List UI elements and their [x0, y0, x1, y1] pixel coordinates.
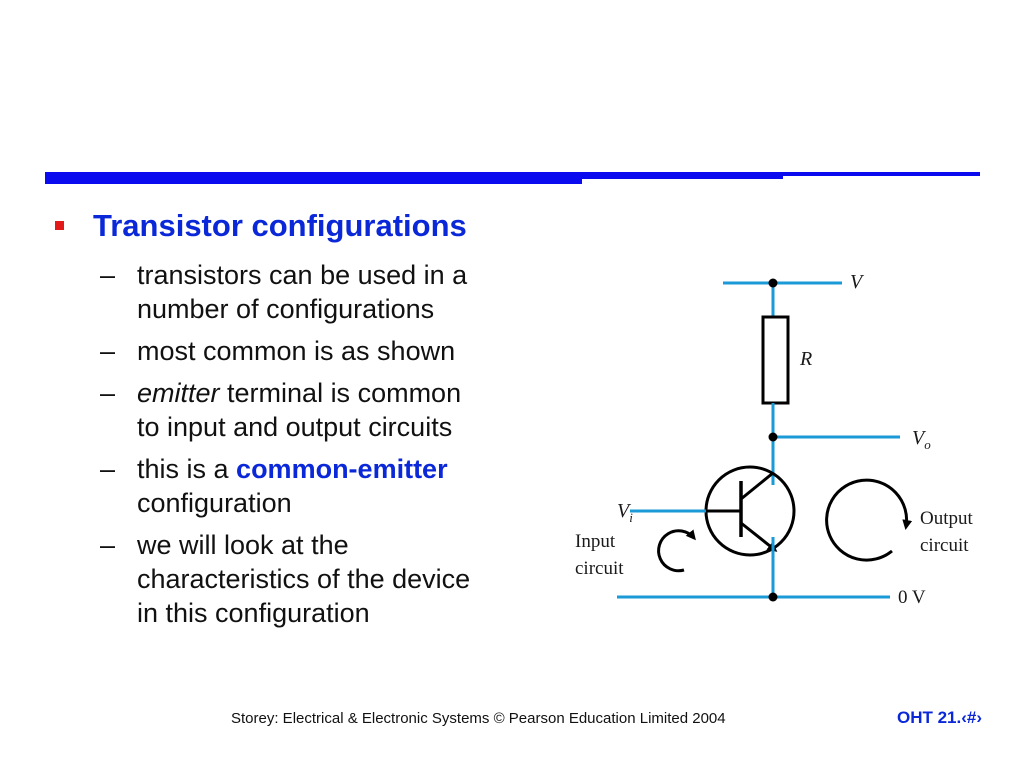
main-bullet-heading: Transistor configurations [93, 208, 467, 243]
sub-bullet-3-italic: emitter [137, 378, 220, 408]
sub-bullet-4: – this is a common-emitter configuration [100, 452, 570, 520]
output-circuit-label-line-1: Output [920, 508, 974, 529]
sub-bullet-2-line-1: most common is as shown [137, 336, 456, 366]
slide-number: OHT 21.‹#› [896, 708, 982, 727]
dash-icon: – [100, 378, 116, 408]
output-circuit-label-line-2: circuit [920, 535, 969, 556]
sub-bullet-3: – emitter terminal is common to input an… [100, 376, 570, 444]
sub-bullet-5-line-1: we will look at the [137, 530, 349, 560]
supply-label: V [850, 271, 865, 293]
dash-icon: – [100, 336, 116, 366]
sub-bullet-4-highlight: common-emitter [236, 454, 448, 484]
supply-node [768, 278, 778, 288]
ground-node [768, 592, 778, 602]
dash-icon: – [100, 260, 116, 290]
dash-icon: – [100, 530, 116, 560]
title-rule-middle [45, 176, 783, 179]
sub-bullet-5: – we will look at the characteristics of… [100, 528, 570, 630]
title-rule-top [45, 172, 980, 176]
sub-bullet-1: – transistors can be used in a number of… [100, 258, 570, 326]
input-voltage-label: Vi [617, 500, 633, 525]
ground-label: 0 V [898, 587, 926, 608]
sub-bullet-1-line-1: transistors can be used in a [137, 260, 468, 290]
output-voltage-label: Vo [912, 427, 931, 452]
sub-bullet-3-rest: terminal is common [219, 378, 462, 408]
sub-bullet-5-line-2: characteristics of the device [137, 564, 471, 594]
common-emitter-circuit-diagram: V R Vo Vi 0 V Input circuit Output circu… [575, 271, 974, 608]
sub-bullet-list: – transistors can be used in a number of… [100, 258, 570, 638]
sub-bullet-5-line-3: in this configuration [137, 598, 370, 628]
title-rule-bottom [45, 179, 582, 184]
transistor-collector-lead [740, 471, 774, 501]
sub-bullet-1-line-2: number of configurations [137, 294, 435, 324]
transistor-emitter-lead [740, 521, 778, 552]
bullet-square-icon [55, 221, 64, 230]
footer-citation: Storey: Electrical & Electronic Systems … [231, 710, 726, 727]
sub-bullet-2: – most common is as shown [100, 334, 570, 368]
dash-icon: – [100, 454, 116, 484]
input-circuit-loop-arrow [657, 529, 696, 573]
sub-bullet-4-prefix: this is a [137, 454, 237, 484]
sub-bullet-3-line-2: to input and output circuits [137, 412, 453, 442]
input-circuit-label-line-2: circuit [575, 558, 624, 579]
resistor [761, 315, 790, 405]
sub-bullet-4-line-2: configuration [137, 488, 292, 518]
resistor-label: R [799, 348, 812, 370]
input-circuit-label-line-1: Input [575, 531, 616, 552]
output-circuit-loop-arrow [825, 478, 913, 562]
output-node [768, 432, 778, 442]
